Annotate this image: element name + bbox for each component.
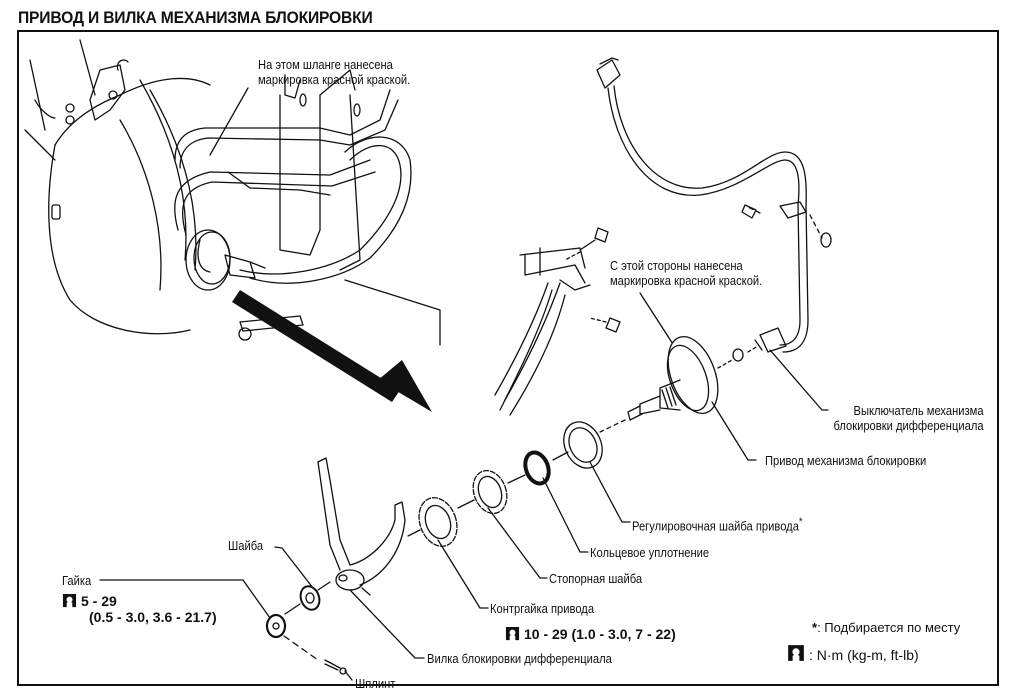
nut-torque-line-2: (0.5 - 3.0, 3.6 - 21.7) bbox=[89, 609, 217, 625]
lock-washer-callout: Стопорная шайба bbox=[549, 571, 643, 586]
legend-asterisk-text: : Подбирается по месту bbox=[817, 620, 961, 635]
legend-asterisk: *: Подбирается по месту bbox=[812, 620, 960, 636]
lock-washer-illustration bbox=[472, 469, 508, 515]
adjusting-shim-illustration bbox=[563, 421, 603, 469]
lock-nut-torque-value: 10 - 29 (1.0 - 3.0, 7 - 22) bbox=[524, 626, 676, 642]
switch-callout: Выключатель механизма блокировки диффере… bbox=[834, 403, 984, 433]
switch-body-illustration bbox=[732, 327, 787, 362]
cotter-pin-illustration bbox=[324, 659, 347, 675]
page-title: ПРИВОД И ВИЛКА МЕХАНИЗМА БЛОКИРОВКИ bbox=[18, 8, 373, 27]
lock-nut-torque-spec: 10 - 29 (1.0 - 3.0, 7 - 22) bbox=[505, 626, 676, 642]
lock-nut-callout: Контргайка привода bbox=[490, 601, 595, 616]
actuator-installed-illustration bbox=[185, 229, 266, 291]
direction-arrow bbox=[232, 290, 432, 412]
lock-nut-illustration bbox=[418, 497, 458, 547]
torque-wrench-icon bbox=[62, 593, 77, 608]
cotter-pin-callout: Шплинт bbox=[355, 676, 396, 691]
support-bracket-illustration bbox=[279, 69, 441, 346]
o-ring-callout: Кольцевое уплотнение bbox=[590, 545, 710, 560]
hose-lines-illustration bbox=[174, 89, 412, 284]
side-mark-line-2: маркировка красной краской. bbox=[610, 273, 763, 288]
side-mark-callout: С этой стороны нанесена маркировка красн… bbox=[610, 258, 762, 288]
torque-wrench-icon bbox=[788, 645, 804, 661]
hose-mark-line-1: На этом шланге нанесена bbox=[258, 57, 393, 72]
legend-asterisk-symbol: * bbox=[812, 620, 818, 635]
nut-callout: Гайка bbox=[62, 573, 92, 588]
legend-torque-text: : N·m (kg-m, ft-lb) bbox=[809, 647, 919, 663]
bolt-illustrations bbox=[564, 227, 621, 333]
washer-callout: Шайба bbox=[228, 538, 264, 553]
side-mark-line-1: С этой стороны нанесена bbox=[610, 258, 743, 273]
nut-torque-line-1: 5 - 29 bbox=[81, 593, 117, 609]
nut-illustration bbox=[265, 613, 287, 639]
actuator-illustration bbox=[627, 336, 733, 421]
switch-harness-illustration bbox=[596, 57, 832, 353]
pipe-bracket-illustration bbox=[494, 247, 591, 416]
actuator-callout: Привод механизма блокировки bbox=[765, 453, 927, 468]
hose-mark-line-2: маркировка красной краской. bbox=[258, 72, 411, 87]
nut-torque-spec: 5 - 29 (0.5 - 3.0, 3.6 - 21.7) bbox=[62, 593, 217, 625]
switch-line-1: Выключатель механизма bbox=[853, 403, 984, 418]
fork-callout: Вилка блокировки дифференциала bbox=[427, 651, 612, 666]
diagram-frame bbox=[17, 30, 999, 686]
o-ring-illustration bbox=[523, 450, 551, 486]
transmission-housing-illustration bbox=[24, 39, 211, 335]
legend-torque: : N·m (kg-m, ft-lb) bbox=[787, 644, 919, 663]
shift-fork-illustration bbox=[317, 457, 406, 596]
switch-line-2: блокировки дифференциала bbox=[833, 418, 984, 433]
shim-asterisk: * bbox=[798, 516, 803, 528]
washer-illustration bbox=[299, 585, 321, 611]
leader-lines bbox=[99, 349, 829, 681]
torque-wrench-icon bbox=[505, 626, 520, 641]
hose-mark-callout: На этом шланге нанесена маркировка красн… bbox=[258, 57, 410, 87]
hose-mark-leader bbox=[209, 87, 249, 156]
shim-label: Регулировочная шайба привода bbox=[632, 518, 799, 534]
shim-callout: Регулировочная шайба привода* bbox=[632, 515, 803, 533]
